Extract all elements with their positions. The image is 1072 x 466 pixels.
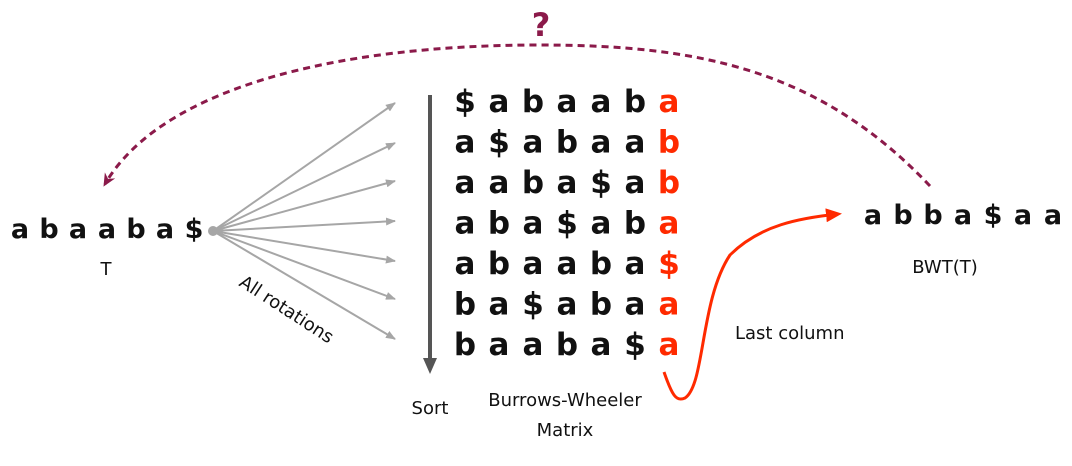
matrix-char: b <box>624 206 646 242</box>
matrix-char: $ <box>488 125 510 161</box>
rotation-arrow <box>212 230 396 264</box>
bwt-char: b <box>923 200 942 231</box>
matrix-char: a <box>523 206 544 242</box>
last-column-arrow <box>662 208 842 401</box>
bwt-char: $ <box>984 200 1003 231</box>
matrix-char: a <box>557 165 578 201</box>
matrix-char: a <box>625 125 646 161</box>
rotation-arrow <box>212 102 396 232</box>
label-bwm-line2: Matrix <box>537 420 594 441</box>
bwt-char: a <box>1014 200 1032 231</box>
T-char: $ <box>185 214 204 245</box>
T-char: a <box>98 214 116 245</box>
rotation-arrow <box>212 142 396 232</box>
last-column-char: a <box>659 206 680 242</box>
T-char: a <box>69 214 87 245</box>
T-char: a <box>156 214 174 245</box>
T-char: a <box>11 214 29 245</box>
matrix-char: b <box>522 165 544 201</box>
last-column-char: a <box>659 327 680 363</box>
matrix-char: a <box>489 84 510 120</box>
label-bwt: BWT(T) <box>912 257 978 278</box>
last-column-char: b <box>658 165 680 201</box>
T-char: b <box>126 214 145 245</box>
matrix-char: b <box>590 287 612 323</box>
matrix-char: $ <box>522 287 544 323</box>
matrix-char: b <box>590 246 612 282</box>
matrix-char: a <box>625 165 646 201</box>
matrix-char: a <box>455 246 476 282</box>
label-last-column: Last column <box>735 323 844 344</box>
bwt-char: a <box>864 200 882 231</box>
matrix-char: b <box>556 327 578 363</box>
matrix-char: a <box>489 327 510 363</box>
rotation-arrow <box>212 230 396 300</box>
label-bwm-line1: Burrows-Wheeler <box>488 390 642 411</box>
last-column-char: a <box>659 84 680 120</box>
matrix-char: a <box>625 287 646 323</box>
bwt-char: a <box>1044 200 1062 231</box>
T-char: b <box>39 214 58 245</box>
matrix-char: b <box>454 287 476 323</box>
matrix-char: b <box>556 125 578 161</box>
matrix-char: a <box>625 246 646 282</box>
last-column-char: a <box>659 287 680 323</box>
matrix-char: b <box>624 84 646 120</box>
matrix-char: a <box>489 287 510 323</box>
matrix-char: a <box>557 84 578 120</box>
rotation-arrows <box>212 102 396 340</box>
label-sort: Sort <box>412 398 449 419</box>
matrix-char: a <box>455 125 476 161</box>
matrix-char: b <box>522 84 544 120</box>
matrix-char: a <box>591 327 612 363</box>
matrix-char: a <box>523 327 544 363</box>
bwt-char: a <box>954 200 972 231</box>
matrix-char: a <box>523 246 544 282</box>
matrix-char: b <box>454 327 476 363</box>
matrix-char: a <box>489 165 510 201</box>
bwt-char: b <box>893 200 912 231</box>
matrix-char: $ <box>590 165 612 201</box>
matrix-char: a <box>557 246 578 282</box>
matrix-char: $ <box>454 84 476 120</box>
matrix-char: a <box>591 206 612 242</box>
rotation-arrow <box>212 230 396 340</box>
label-all-rotations: All rotations <box>235 272 337 348</box>
question-mark: ? <box>532 6 551 44</box>
label-T: T <box>100 259 113 280</box>
rotation-arrow <box>212 179 396 232</box>
matrix-char: a <box>523 125 544 161</box>
matrix-char: a <box>455 165 476 201</box>
last-column-char: b <box>658 125 680 161</box>
matrix-char: a <box>591 125 612 161</box>
question-arc <box>103 43 932 188</box>
matrix-char: b <box>488 246 510 282</box>
matrix-char: a <box>591 84 612 120</box>
matrix-char: a <box>455 206 476 242</box>
last-column-char: $ <box>658 246 680 282</box>
matrix-char: a <box>557 287 578 323</box>
rotation-arrow <box>212 217 396 232</box>
matrix-char: $ <box>624 327 646 363</box>
matrix-char: $ <box>556 206 578 242</box>
matrix-char: b <box>488 206 510 242</box>
